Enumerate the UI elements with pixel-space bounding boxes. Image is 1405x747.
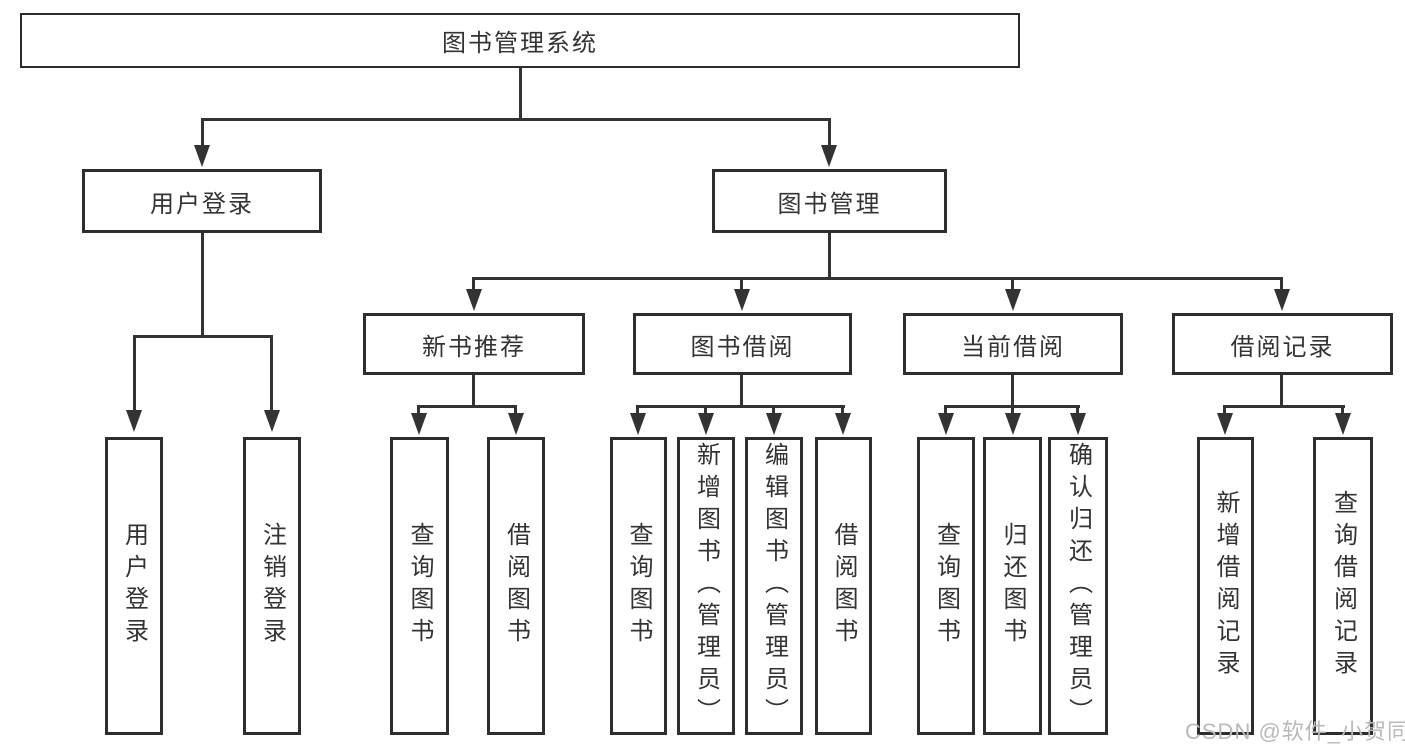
leaf-user-login-label: 用户登录 [120,522,148,650]
node-new-book-recommend: 新书推荐 [363,313,585,375]
leaf-add-borrow-record-label: 新增借阅记录 [1212,490,1239,682]
node-user-login-label: 用户登录 [150,190,254,218]
edge-drop-g5-add-record [1223,405,1226,413]
csdn-watermark: CSDN @软件_小贺同学 [1185,719,1405,744]
leaf-edit-book-admin: 编辑图书（管理员） [745,437,803,735]
edge-drop-book-management [828,118,831,146]
edge-drop-leaf-logout [270,335,273,410]
node-new-book-recommend-label: 新书推荐 [422,333,526,361]
edge-drop-g3-borrow-books [841,405,844,413]
edge-root-stem [519,68,522,118]
node-user-login: 用户登录 [82,169,322,233]
edge-drop-g5-query-record [1341,405,1344,413]
leaf-logout-label: 注销登录 [258,522,286,650]
edge-drop-g3-add-book [704,405,707,413]
leaf-query-books-borrow: 查询图书 [610,437,667,735]
leaf-query-books-recommend-label: 查询图书 [406,522,433,650]
edge-root-branch [201,118,831,121]
edge-book-borrow-branch [637,405,845,408]
arrow-book-management [821,145,837,167]
node-book-management: 图书管理 [712,169,947,233]
leaf-add-book-admin: 新增图书（管理员） [677,437,735,735]
arrow-leaf-logout [264,410,280,432]
node-borrow-records-label: 借阅记录 [1230,333,1335,361]
node-book-management-label: 图书管理 [777,190,882,218]
arrow-g3-borrow-books [835,413,851,435]
node-current-borrow-label: 当前借阅 [961,333,1065,361]
node-root: 图书管理系统 [20,13,1020,68]
edge-drop-g3-edit-book [772,405,775,413]
arrow-g2-borrow-books [508,413,524,435]
edge-drop-g4-return-book [1011,405,1014,413]
edge-drop-g2-query-books [417,405,420,413]
leaf-query-books-borrow-label: 查询图书 [625,522,652,650]
leaf-confirm-return-admin: 确认归还（管理员） [1048,437,1108,735]
edge-drop-g3-query-books [636,405,639,413]
leaf-return-book-label: 归还图书 [999,522,1026,650]
node-book-borrow-label: 图书借阅 [690,333,795,361]
leaf-add-borrow-record: 新增借阅记录 [1197,437,1254,735]
edge-book-management-stem [828,233,831,277]
leaf-borrow-books-recommend-label: 借阅图书 [502,522,530,650]
arrow-leaf-user-login [126,410,142,432]
arrow-g4-query-books [938,413,954,435]
leaf-query-borrow-record-label: 查询借阅记录 [1329,490,1357,682]
edge-drop-g4-query-books [944,405,947,413]
edge-drop-user-login [201,118,204,146]
leaf-query-books-current: 查询图书 [917,437,975,735]
arrow-g5-add-record [1217,413,1233,435]
arrow-current-borrow [1005,289,1021,311]
leaf-borrow-books-borrow: 借阅图书 [815,437,872,735]
edge-drop-new-book-recommend [472,277,475,289]
arrow-book-borrow [734,289,750,311]
arrow-g5-query-record [1335,413,1351,435]
arrow-borrow-records [1274,289,1290,311]
edge-user-login-branch [133,335,273,338]
arrow-g3-edit-book [766,413,782,435]
edge-borrow-records-stem [1280,375,1283,405]
edge-drop-borrow-records [1280,277,1283,289]
arrow-new-book-recommend [466,289,482,311]
leaf-return-book: 归还图书 [983,437,1042,735]
edge-borrow-records-branch [1224,405,1345,408]
node-borrow-records: 借阅记录 [1172,313,1393,375]
leaf-query-books-current-label: 查询图书 [932,522,960,650]
edge-drop-current-borrow [1011,277,1014,289]
edge-drop-g2-borrow-books [514,405,517,413]
arrow-g3-add-book [698,413,714,435]
edge-new-book-recommend-stem [472,375,475,405]
leaf-query-borrow-record: 查询借阅记录 [1313,437,1373,735]
arrow-g3-query-books [630,413,646,435]
edge-drop-book-borrow [740,277,743,289]
arrow-g2-query-books [411,413,427,435]
leaf-edit-book-admin-label: 编辑图书（管理员） [760,442,788,730]
node-current-borrow: 当前借阅 [903,313,1123,375]
edge-book-management-branch [473,277,1283,280]
arrow-g4-confirm-return [1070,413,1086,435]
leaf-logout: 注销登录 [243,437,301,735]
leaf-add-book-admin-label: 新增图书（管理员） [692,442,720,730]
arrow-g4-return-book [1005,413,1021,435]
arrow-user-login [194,145,210,167]
node-book-borrow: 图书借阅 [633,313,852,375]
edge-user-login-stem [201,233,204,335]
edge-current-borrow-stem [1011,375,1014,405]
edge-new-book-recommend-branch [418,405,517,408]
leaf-query-books-recommend: 查询图书 [390,437,449,735]
edge-drop-leaf-user-login [133,335,136,410]
edge-book-borrow-stem [740,375,743,405]
leaf-borrow-books-borrow-label: 借阅图书 [830,522,857,650]
leaf-user-login: 用户登录 [105,437,163,735]
leaf-confirm-return-admin-label: 确认归还（管理员） [1064,442,1092,730]
leaf-borrow-books-recommend: 借阅图书 [487,437,545,735]
node-root-label: 图书管理系统 [442,30,598,57]
edge-drop-g4-confirm-return [1076,405,1079,413]
